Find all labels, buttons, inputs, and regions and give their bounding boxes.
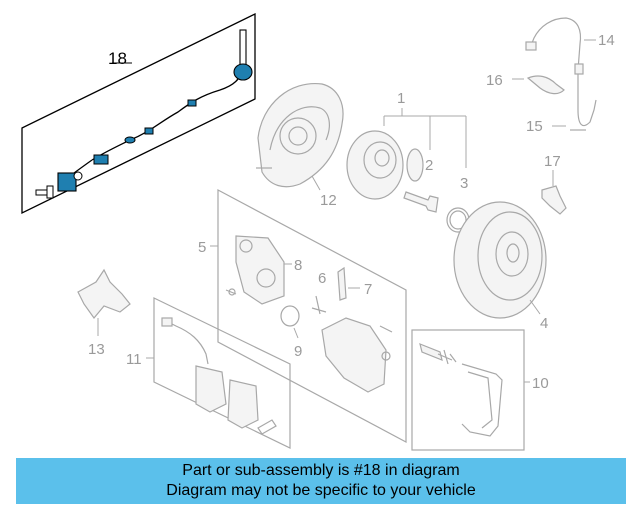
info-banner: Part or sub-assembly is #18 in diagram D… xyxy=(16,458,626,504)
banner-line-1: Part or sub-assembly is #18 in diagram xyxy=(182,462,460,479)
part-4-rotor[interactable]: 4 xyxy=(453,201,548,332)
callout-11: 11 xyxy=(126,351,142,368)
callout-14: 14 xyxy=(598,32,615,49)
callout-10: 10 xyxy=(532,375,549,392)
callout-9: 9 xyxy=(294,343,302,360)
callout-4: 4 xyxy=(540,315,548,332)
part-14-brake-hose[interactable]: 14 xyxy=(525,17,615,90)
part-13-bracket[interactable]: 13 xyxy=(77,268,131,358)
callout-3: 3 xyxy=(460,175,468,192)
part-5-caliper-assembly[interactable]: 5 8 6 7 9 xyxy=(198,189,407,443)
callout-16: 16 xyxy=(486,72,503,89)
callout-6: 6 xyxy=(318,270,326,287)
part-15-hose-line[interactable]: 15 xyxy=(526,90,597,135)
callout-5: 5 xyxy=(198,239,206,256)
banner-line-2: Diagram may not be specific to your vehi… xyxy=(166,482,476,499)
callout-1: 1 xyxy=(397,90,405,107)
callout-12: 12 xyxy=(320,192,337,209)
callout-15: 15 xyxy=(526,118,543,135)
callout-2: 2 xyxy=(425,157,433,174)
callout-17: 17 xyxy=(544,153,561,170)
part-16-bracket[interactable]: 16 xyxy=(486,72,565,95)
part-17-clip[interactable]: 17 xyxy=(541,153,567,215)
part-2-bolt[interactable]: 2 xyxy=(403,157,439,213)
part-1-hub[interactable]: 1 xyxy=(346,90,467,200)
part-11-pad-kit[interactable]: 11 xyxy=(126,297,291,449)
callout-7: 7 xyxy=(364,281,372,298)
callout-18: 18 xyxy=(108,49,127,68)
part-18-speed-sensor[interactable]: 18 xyxy=(21,12,256,215)
callout-8: 8 xyxy=(294,257,302,274)
callout-13: 13 xyxy=(88,341,105,358)
part-10-hardware-kit[interactable]: 10 xyxy=(411,329,549,451)
part-12-splash-shield[interactable]: 12 xyxy=(256,82,344,209)
